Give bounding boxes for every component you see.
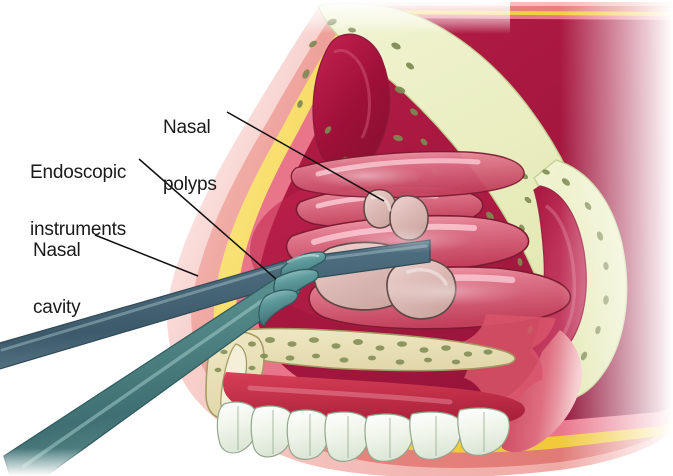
label-endoscopic-instruments-line1: Endoscopic: [30, 162, 127, 183]
top-edge-fade: [250, 0, 510, 34]
specular-glows: [308, 164, 524, 306]
tongue-highlight: [247, 385, 453, 405]
label-endoscopic-instruments: Endoscopic instruments: [30, 125, 126, 277]
endoscopic-instruments-group: [0, 239, 431, 476]
polyp-small-1-highlight: [370, 195, 392, 212]
tooth-3: [286, 409, 331, 460]
leader-endoscopic-instruments: [138, 158, 277, 280]
tooth-2: [250, 405, 295, 458]
tooth-4: [324, 411, 371, 462]
label-endoscopic-instruments-line2: instruments: [30, 219, 127, 240]
label-nasal-cavity: Nasal cavity: [33, 203, 81, 355]
forceps-highlight: [22, 278, 294, 468]
teeth-row: [216, 401, 510, 462]
leader-lines: [94, 111, 385, 280]
leader-nasal-cavity: [94, 234, 199, 277]
label-nasal-cavity-line2: cavity: [33, 297, 81, 318]
leader-nasal-polyps: [226, 111, 385, 202]
frontal-sinus-highlight: [333, 49, 371, 139]
label-nasal-polyps-line1: Nasal: [163, 117, 211, 138]
bottom-edge-fade: [0, 448, 250, 476]
tooth-7: [457, 407, 510, 456]
tooth-6: [409, 411, 462, 460]
right-edge-fade: [560, 0, 673, 476]
label-nasal-cavity-line1: Nasal: [33, 240, 81, 261]
hard-palate-maxilla: [205, 327, 516, 419]
label-nasal-polyps-line2: polyps: [163, 174, 217, 195]
forceps-jaw-highlight: [286, 254, 320, 264]
label-nasal-polyps: Nasal polyps: [163, 80, 217, 232]
suction-tip: [258, 289, 299, 327]
tooth-5: [364, 413, 414, 462]
bone-speckles-palate: [214, 337, 493, 393]
